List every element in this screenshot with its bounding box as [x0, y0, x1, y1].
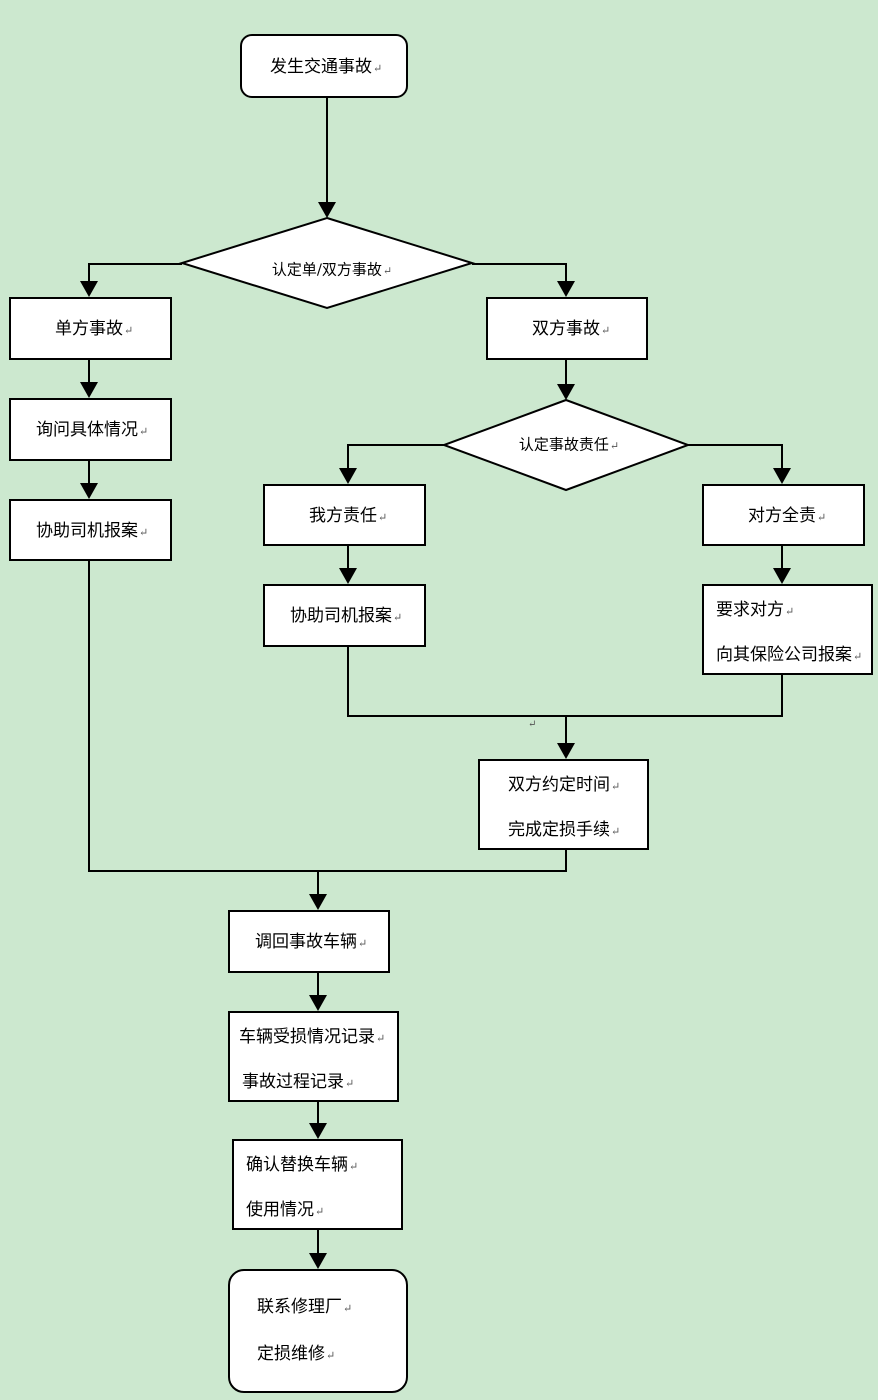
edge-recall-to-record-head	[309, 995, 327, 1011]
node-confirm-replacement-line1: 确认替换车辆	[246, 1155, 348, 1175]
stray-mark: ↵	[528, 719, 537, 730]
node-record-line2: 事故过程记录	[242, 1072, 344, 1092]
edge-double-to-liability-head	[557, 384, 575, 400]
decision-liability-diamond	[441, 398, 691, 492]
edge-merge-to-agree-head	[557, 743, 575, 759]
node-record-line1: 车辆受损情况记录	[239, 1027, 375, 1047]
node-assist-report-mid-text: 协助司机报案	[290, 606, 392, 626]
node-contact-repair: 联系修理厂↵ 定损维修↵	[228, 1269, 408, 1393]
node-start-text: 发生交通事故	[270, 57, 372, 77]
node-single: 单方事故↵	[9, 297, 172, 360]
edge-decide-to-double-line	[472, 263, 567, 283]
decision-liability-label: 认定事故责任↵	[518, 435, 620, 454]
edge-merge-to-recall-head	[309, 894, 327, 910]
node-confirm-replacement: 确认替换车辆↵ 使用情况↵	[232, 1139, 403, 1230]
node-contact-repair-line2: 定损维修	[257, 1344, 325, 1364]
edge-left-long	[88, 561, 567, 872]
edge-liability-to-our-head	[339, 468, 357, 484]
node-record: 车辆受损情况记录↵ 事故过程记录↵	[228, 1011, 399, 1102]
node-other-fault-text: 对方全责	[748, 506, 816, 526]
node-confirm-replacement-line2: 使用情况	[246, 1200, 314, 1220]
decision-type-label: 认定单/双方事故↵	[271, 260, 393, 279]
node-our-fault: 我方责任↵	[263, 484, 426, 546]
edge-our-to-report-head	[339, 568, 357, 584]
node-ask-other-line1: 要求对方	[716, 600, 784, 620]
node-assist-report-left-text: 协助司机报案	[36, 521, 138, 541]
node-other-fault: 对方全责↵	[702, 484, 865, 546]
node-agree-time-line1: 双方约定时间	[508, 775, 610, 795]
node-recall-vehicle-text: 调回事故车辆	[255, 932, 357, 952]
node-recall-vehicle: 调回事故车辆↵	[228, 910, 390, 973]
edge-liability-to-other-head	[773, 468, 791, 484]
node-single-text: 单方事故	[55, 319, 123, 339]
edge-single-to-ask-head	[80, 382, 98, 398]
node-ask-other-line2: 向其保险公司报案	[716, 645, 852, 665]
node-assist-report-left: 协助司机报案↵	[9, 499, 172, 561]
edge-liability-to-other-line	[688, 444, 783, 470]
node-agree-time: 双方约定时间↵ 完成定损手续↵	[478, 759, 649, 850]
edge-other-to-ask-head	[773, 568, 791, 584]
node-our-fault-text: 我方责任	[309, 506, 377, 526]
node-double: 双方事故↵	[486, 297, 648, 360]
node-start: 发生交通事故↵	[240, 34, 408, 98]
node-ask-details: 询问具体情况↵	[9, 398, 172, 461]
decision-type-diamond	[178, 216, 476, 310]
edge-decide-to-single-head	[80, 281, 98, 297]
edge-ask-to-report-head	[80, 483, 98, 499]
node-contact-repair-line1: 联系修理厂	[257, 1297, 342, 1317]
edge-confirm-to-contact-head	[309, 1253, 327, 1269]
edge-start-to-decide-head	[318, 202, 336, 218]
node-agree-time-line2: 完成定损手续	[508, 820, 610, 840]
node-double-text: 双方事故	[532, 319, 600, 339]
node-ask-other: 要求对方↵ 向其保险公司报案↵	[702, 584, 873, 675]
edge-decide-to-double-head	[557, 281, 575, 297]
edge-liability-to-our-line	[347, 444, 444, 470]
node-assist-report-mid: 协助司机报案↵	[263, 584, 426, 647]
node-ask-details-text: 询问具体情况	[36, 420, 138, 440]
edge-record-to-confirm-head	[309, 1123, 327, 1139]
edge-decide-to-single-line	[88, 263, 182, 283]
